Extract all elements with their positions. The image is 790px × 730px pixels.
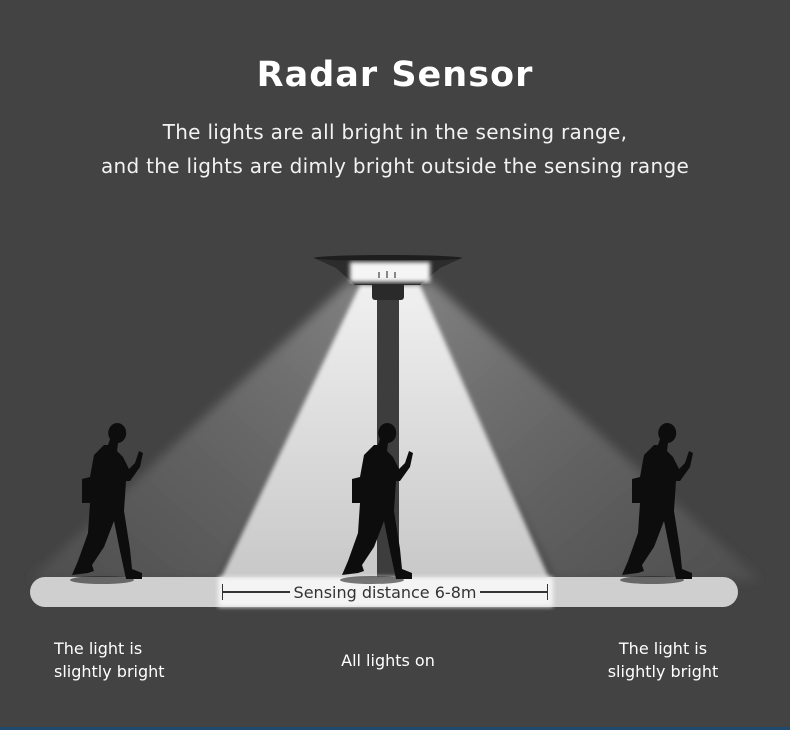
caption-left: The light is slightly bright (54, 637, 165, 683)
street-light-scene: Sensing distance 6-8m (0, 240, 790, 620)
caption-left-line-1: The light is (54, 639, 143, 658)
caption-right-line-2: slightly bright (607, 662, 719, 681)
pedestrian-left (70, 423, 143, 584)
page-title: Radar Sensor (256, 55, 534, 95)
caption-right-line-1: The light is (618, 639, 708, 658)
subtitle: The lights are all bright in the sensing… (0, 115, 790, 183)
caption-center: All lights on (341, 651, 435, 670)
sensing-distance-marker: Sensing distance 6-8m (222, 581, 548, 603)
range-cap-left (222, 584, 223, 600)
caption-right: The light is slightly bright (600, 637, 726, 683)
bottom-edge-strip (0, 727, 790, 730)
range-cap-right (547, 584, 548, 600)
range-line-left (223, 591, 290, 593)
lamp-led-panel (350, 262, 430, 282)
caption-left-line-2: slightly bright (54, 662, 165, 681)
range-line-right (480, 591, 547, 593)
subtitle-line-2: and the lights are dimly bright outside … (100, 154, 690, 178)
sensing-distance-label: Sensing distance 6-8m (293, 582, 477, 602)
pedestrian-right (620, 423, 693, 584)
pedestrian-center (340, 423, 413, 584)
subtitle-line-1: The lights are all bright in the sensing… (162, 120, 628, 144)
